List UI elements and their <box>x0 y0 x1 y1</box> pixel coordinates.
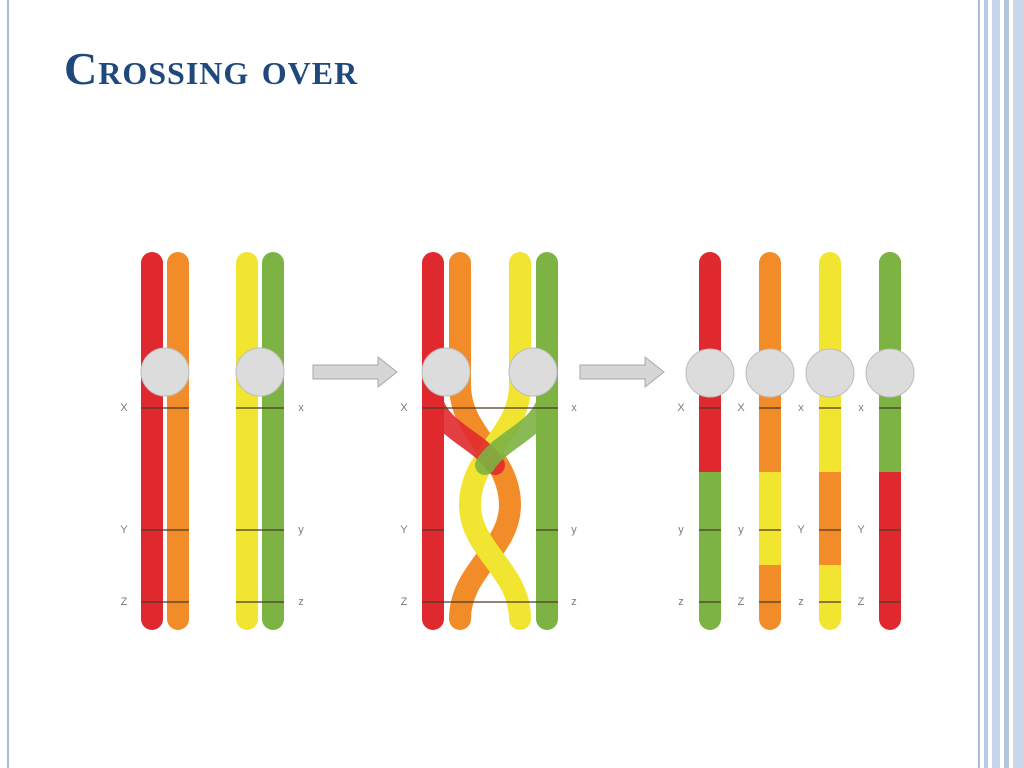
stage-recombinant-chromatids <box>685 252 915 630</box>
gene-label: Z <box>120 596 128 608</box>
crossover-green-segment <box>475 390 557 475</box>
gene-label: x <box>858 402 864 414</box>
slide-right-border <box>978 0 1024 768</box>
gene-label: X <box>737 402 745 414</box>
gene-label: z <box>571 596 577 608</box>
gene-label: Z <box>857 596 865 608</box>
gene-label: x <box>798 402 804 414</box>
centromere <box>865 348 915 398</box>
centromere <box>140 347 190 397</box>
gene-label: Y <box>120 524 128 536</box>
arrow-2 <box>579 355 665 389</box>
chromatid-orange <box>449 252 522 630</box>
gene-label: y <box>738 524 744 536</box>
centromere <box>235 347 285 397</box>
chromatid-yellow <box>236 252 258 630</box>
gene-label: Z <box>737 596 745 608</box>
crossing-over-diagram: X Y Z x y z X Y Z x y z X X x x y y Y Y … <box>100 205 940 675</box>
gene-label: y <box>571 524 577 536</box>
centromere <box>421 347 471 397</box>
arrow-1 <box>312 355 398 389</box>
gene-label: X <box>120 402 128 414</box>
stage-crossing-over <box>421 252 559 630</box>
centromere <box>508 347 558 397</box>
chromatid-green <box>262 252 284 630</box>
centromere <box>685 348 735 398</box>
stage-homologous-pair <box>140 252 285 630</box>
chromatid-orange <box>167 252 189 630</box>
slide-left-border <box>0 0 9 768</box>
slide-title: Crossing over <box>64 43 359 94</box>
chromatid-yellow <box>458 252 531 630</box>
gene-label: Y <box>400 524 408 536</box>
gene-label: Z <box>400 596 408 608</box>
chromatid-orange-yellow <box>759 252 781 630</box>
chromatid-red <box>141 252 163 630</box>
gene-label: X <box>400 402 408 414</box>
gene-label: Y <box>857 524 865 536</box>
gene-label: Y <box>797 524 805 536</box>
gene-label: y <box>298 524 304 536</box>
gene-label: X <box>677 402 685 414</box>
centromere <box>745 348 795 398</box>
gene-label: z <box>678 596 684 608</box>
gene-label: x <box>298 402 304 414</box>
gene-label: x <box>571 402 577 414</box>
gene-label: z <box>298 596 304 608</box>
gene-label: z <box>798 596 804 608</box>
chromatid-yellow-orange <box>819 252 841 630</box>
gene-label: y <box>678 524 684 536</box>
centromere <box>805 348 855 398</box>
